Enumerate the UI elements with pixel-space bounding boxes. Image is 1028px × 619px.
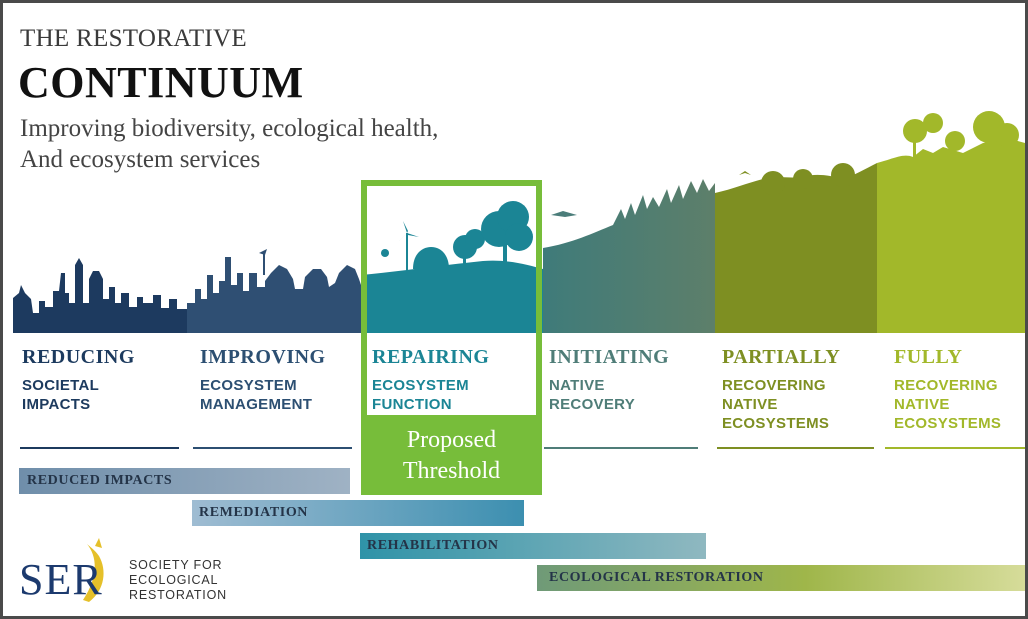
subtitle-line-1: Improving biodiversity, ecological healt… xyxy=(20,115,439,142)
stage-5-sub-1: RECOVERING xyxy=(722,377,826,394)
threshold-label-line-1: Proposed xyxy=(406,427,497,453)
stage-6-sub-3: ECOSYSTEMS xyxy=(894,415,1002,432)
stage-4-underline xyxy=(544,447,698,449)
stage-6-sub-2: NATIVE xyxy=(894,396,950,413)
bar-ecological-restoration-label: ECOLOGICAL RESTORATION xyxy=(549,570,764,585)
logo-text-line-2: ECOLOGICAL xyxy=(129,573,219,587)
landscape-illustration xyxy=(13,111,1025,333)
stage-2-underline xyxy=(193,447,352,449)
ser-logo-mark: SER xyxy=(19,555,103,604)
subtitle-line-2: And ecosystem services xyxy=(20,146,261,173)
stage-1-underline xyxy=(20,447,179,449)
stage-1-sub-1: SOCIETAL xyxy=(22,377,100,394)
stage-3-sub-1: ECOSYSTEM xyxy=(372,377,469,394)
bar-rehabilitation xyxy=(360,533,706,559)
stage-5-sub-2: NATIVE xyxy=(722,396,778,413)
stage-2-sub-2: MANAGEMENT xyxy=(200,396,313,413)
bar-reduced-impacts-label: REDUCED IMPACTS xyxy=(27,473,173,488)
stage-6-underline xyxy=(885,447,1025,449)
bar-remediation xyxy=(192,500,524,526)
threshold-label-line-2: Threshold xyxy=(402,458,501,484)
city-skyline xyxy=(13,258,187,333)
stage-5-sub-3: ECOSYSTEMS xyxy=(722,415,830,432)
bar-ecological-restoration xyxy=(537,565,1025,591)
stage-1-heading: REDUCING xyxy=(22,346,135,368)
stage-4-sub-2: RECOVERY xyxy=(549,396,636,413)
stage-6-sub-1: RECOVERING xyxy=(894,377,998,394)
stage-5-heading: PARTIALLY xyxy=(722,346,841,368)
logo-text-line-1: SOCIETY FOR xyxy=(129,558,223,572)
initiating-landscape xyxy=(543,179,715,333)
stage-2-heading: IMPROVING xyxy=(200,346,326,368)
title-small: THE RESTORATIVE xyxy=(20,25,247,52)
stage-3-heading: REPAIRING xyxy=(372,346,490,368)
ser-logo-swoosh-icon xyxy=(83,538,104,602)
partially-recovering-landscape xyxy=(715,163,877,333)
stage-1-sub-2: IMPACTS xyxy=(22,396,91,413)
bar-rehabilitation-label: REHABILITATION xyxy=(367,538,499,553)
stage-6-heading: FULLY xyxy=(894,346,963,368)
title-main: CONTINUUM xyxy=(18,58,304,107)
transition-skyline xyxy=(187,249,361,333)
threshold-label-box xyxy=(361,415,542,495)
stage-4-sub-1: NATIVE xyxy=(549,377,605,394)
stage-3-sub-2: FUNCTION xyxy=(372,396,452,413)
logo-text-line-3: RESTORATION xyxy=(129,588,227,602)
stage-5-underline xyxy=(717,447,874,449)
stage-4-heading: INITIATING xyxy=(549,346,670,368)
stage-2-sub-1: ECOSYSTEM xyxy=(200,377,297,394)
bar-reduced-impacts xyxy=(19,468,350,494)
bar-remediation-label: REMEDIATION xyxy=(199,505,309,520)
repairing-landscape xyxy=(361,201,543,333)
fully-recovering-landscape xyxy=(877,111,1025,333)
